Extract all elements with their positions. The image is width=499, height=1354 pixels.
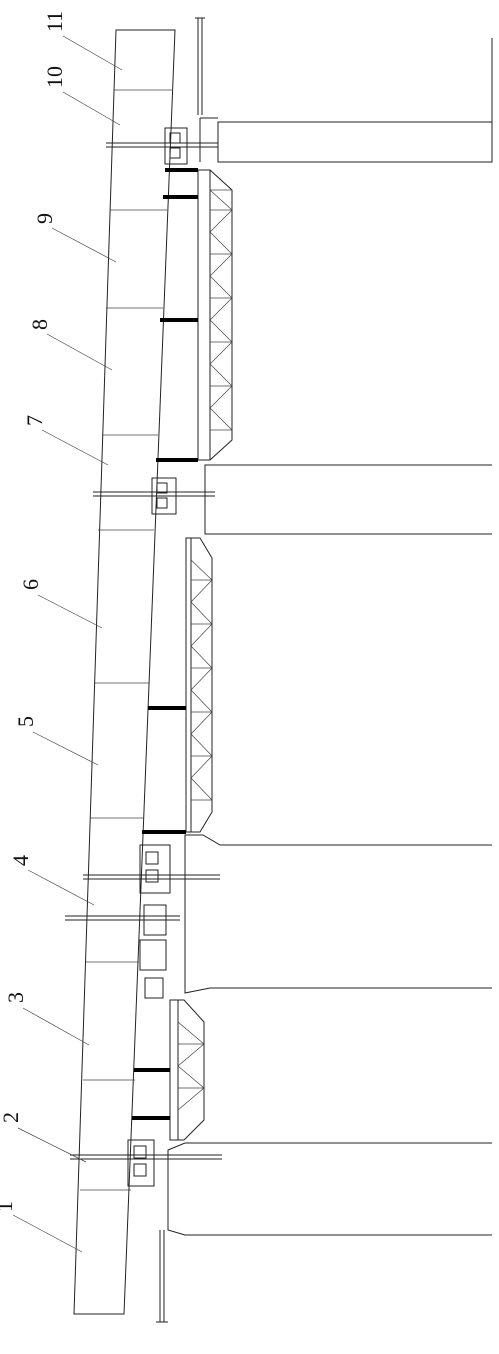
ground-lines (156, 17, 205, 1323)
pier-bottom (167, 1142, 492, 1236)
leader-lines (12, 35, 123, 1253)
label-11: 11 (42, 11, 67, 32)
label-8: 8 (27, 319, 52, 330)
pier-middle-lower (184, 834, 492, 994)
pier-middle-upper (204, 464, 492, 535)
label-4: 4 (8, 855, 33, 866)
main-girder (73, 29, 176, 1315)
truss-middle (185, 537, 213, 833)
jack-assembly-bottom (70, 1139, 222, 1187)
truss-upper (197, 169, 233, 461)
bearing-bars (132, 168, 198, 1120)
label-5: 5 (13, 716, 38, 727)
jack-assembly-top (106, 127, 218, 165)
jack-assembly-mid (93, 477, 215, 515)
label-2: 2 (0, 1112, 23, 1123)
label-7: 7 (22, 415, 47, 426)
label-1: 1 (0, 1201, 17, 1212)
label-10: 10 (42, 66, 67, 88)
pier-top (199, 38, 493, 163)
label-9: 9 (32, 213, 57, 224)
label-3: 3 (3, 992, 28, 1003)
jack-assembly-lower (65, 844, 220, 999)
truss-lower (169, 999, 205, 1141)
label-6: 6 (18, 579, 43, 590)
